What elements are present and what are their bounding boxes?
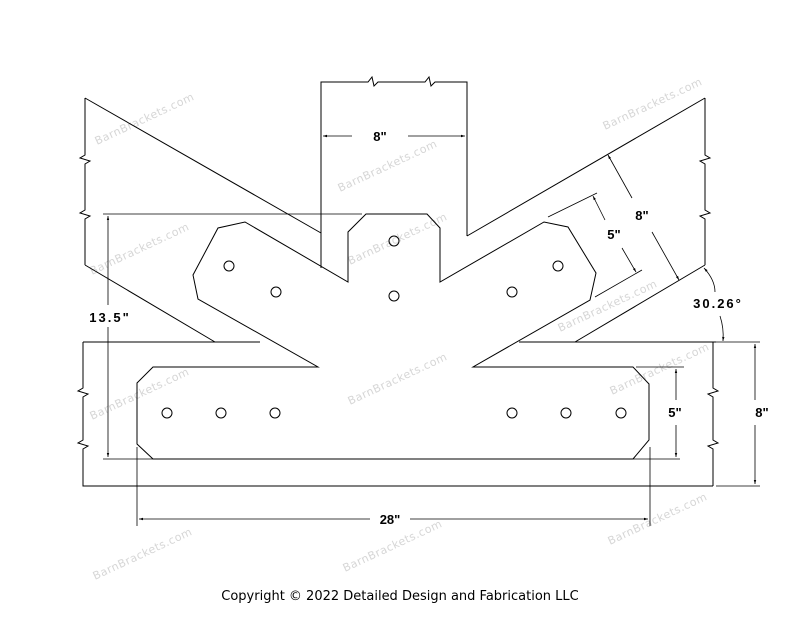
bracket-outline <box>136 213 650 460</box>
dim-label-brace-depth: 8" <box>635 208 648 223</box>
bolt-hole <box>552 260 564 272</box>
left-brace-outline <box>78 97 322 343</box>
bolt-hole <box>615 407 627 419</box>
dimension-beam-strap: 5" <box>636 366 684 457</box>
watermarks: BarnBrackets.com BarnBrackets.com BarnBr… <box>88 75 712 583</box>
dimension-post-width: 8" <box>323 129 465 144</box>
watermark: BarnBrackets.com <box>93 90 197 148</box>
bolt-holes <box>161 235 627 419</box>
dim-label-beam-depth: 8" <box>755 405 768 420</box>
watermark: BarnBrackets.com <box>88 220 192 278</box>
watermark: BarnBrackets.com <box>556 277 660 335</box>
right-brace-outline <box>466 97 712 343</box>
beam-outline <box>76 341 720 487</box>
dimension-bracket-length: 28" <box>136 447 651 527</box>
bolt-hole <box>506 286 518 298</box>
dim-label-bracket-height: 13.5" <box>89 310 130 325</box>
dim-label-bracket-length: 28" <box>380 512 401 527</box>
watermark: BarnBrackets.com <box>88 365 192 423</box>
dim-label-brace-angle: 30.26° <box>693 296 743 311</box>
bolt-hole <box>388 290 400 302</box>
bolt-hole <box>388 235 400 247</box>
bolt-hole <box>161 407 173 419</box>
dim-label-beam-strap: 5" <box>668 405 681 420</box>
watermark: BarnBrackets.com <box>91 525 195 583</box>
bolt-hole <box>223 260 235 272</box>
dimension-brace-angle: 30.26° <box>693 267 743 342</box>
dimension-beam-depth: 8" <box>708 341 769 487</box>
bolt-hole <box>270 286 282 298</box>
dim-label-brace-strap: 5" <box>607 227 620 242</box>
dimension-brace-depth: 8" <box>607 154 680 281</box>
dimension-bracket-height: 13.5" <box>89 213 680 460</box>
watermark: BarnBrackets.com <box>608 340 712 398</box>
watermark: BarnBrackets.com <box>336 137 440 195</box>
watermark: BarnBrackets.com <box>601 75 705 133</box>
dimension-brace-strap: 5" <box>547 192 643 298</box>
bolt-hole <box>506 407 518 419</box>
copyright-notice: Copyright © 2022 Detailed Design and Fab… <box>221 589 579 604</box>
bolt-hole <box>560 407 572 419</box>
watermark: BarnBrackets.com <box>346 350 450 408</box>
bolt-hole <box>215 407 227 419</box>
post-outline <box>320 75 468 268</box>
dim-label-post-width: 8" <box>373 129 386 144</box>
bolt-hole <box>269 407 281 419</box>
